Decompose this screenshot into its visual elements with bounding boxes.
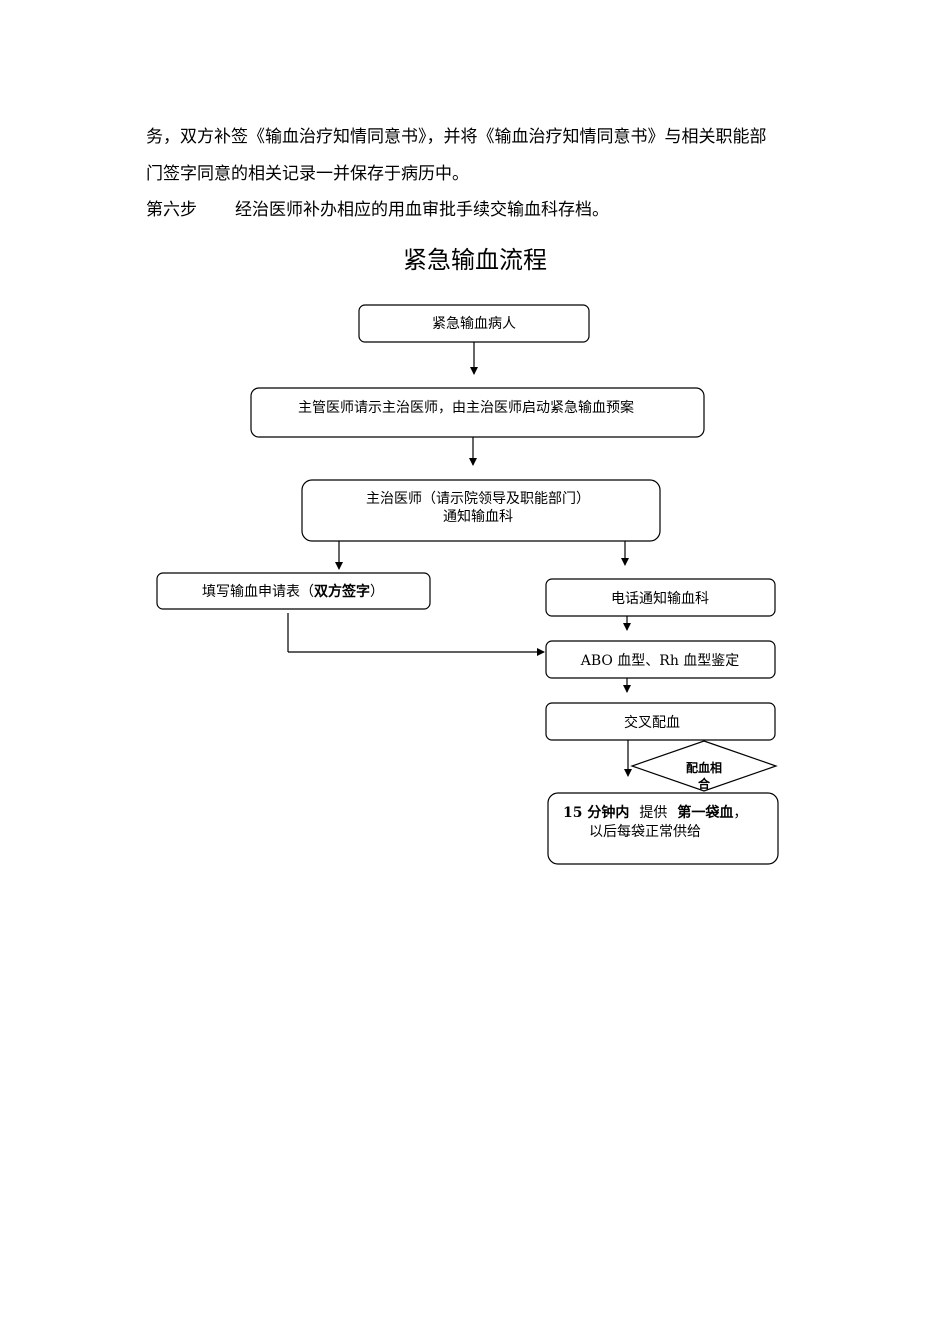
node-match-line1: 配血相 (686, 760, 722, 775)
step-6-label: 第六步 (146, 200, 197, 220)
node-supply-line1: 15 分钟内提供第一袋血， (563, 804, 747, 821)
node-crossmatch-label: 交叉配血 (624, 714, 680, 731)
node-phone-label: 电话通知输血科 (611, 590, 709, 607)
node-patient-label: 紧急输血病人 (432, 316, 516, 332)
flowchart-title: 紧急输血流程 (403, 246, 547, 274)
node-crossmatch: 交叉配血 (545, 702, 776, 741)
node-match-line2: 合 (698, 776, 711, 791)
connector-form-to-typing (287, 613, 545, 656)
node-typing: ABO 血型、Rh 血型鉴定 (545, 640, 776, 679)
node-supply-line2: 以后每袋正常供给 (589, 824, 701, 840)
node-match-decision: 配血相 合 (630, 740, 778, 792)
node-notify-line2: 通知输血科 (443, 508, 513, 525)
node-form-label: 填写输血申请表（双方签字） (202, 583, 384, 600)
step-6-text: 经治医师补办相应的用血审批手续交输血科存档。 (235, 200, 609, 220)
paragraph-line-2: 门签字同意的相关记录一并保存于病历中。 (146, 164, 469, 184)
step-6: 第六步 经治医师补办相应的用血审批手续交输血科存档。 (146, 199, 609, 221)
node-form: 填写输血申请表（双方签字） (156, 572, 431, 610)
paragraph-line-1: 务，双方补签《输血治疗知情同意书》，并将《输血治疗知情同意书》与相关职能部 (146, 127, 767, 147)
node-supply: 15 分钟内提供第一袋血， 以后每袋正常供给 (547, 792, 779, 865)
node-phone: 电话通知输血科 (545, 578, 776, 617)
node-patient: 紧急输血病人 (358, 304, 590, 343)
node-notify: 主治医师（请示院领导及职能部门） 通知输血科 (301, 479, 661, 542)
node-request-label: 主管医师请示主治医师，由主治医师启动紧急输血预案 (298, 399, 634, 416)
node-notify-line1: 主治医师（请示院领导及职能部门） (366, 491, 590, 507)
node-request: 主管医师请示主治医师，由主治医师启动紧急输血预案 (250, 387, 705, 438)
node-typing-label: ABO 血型、Rh 血型鉴定 (580, 653, 740, 669)
